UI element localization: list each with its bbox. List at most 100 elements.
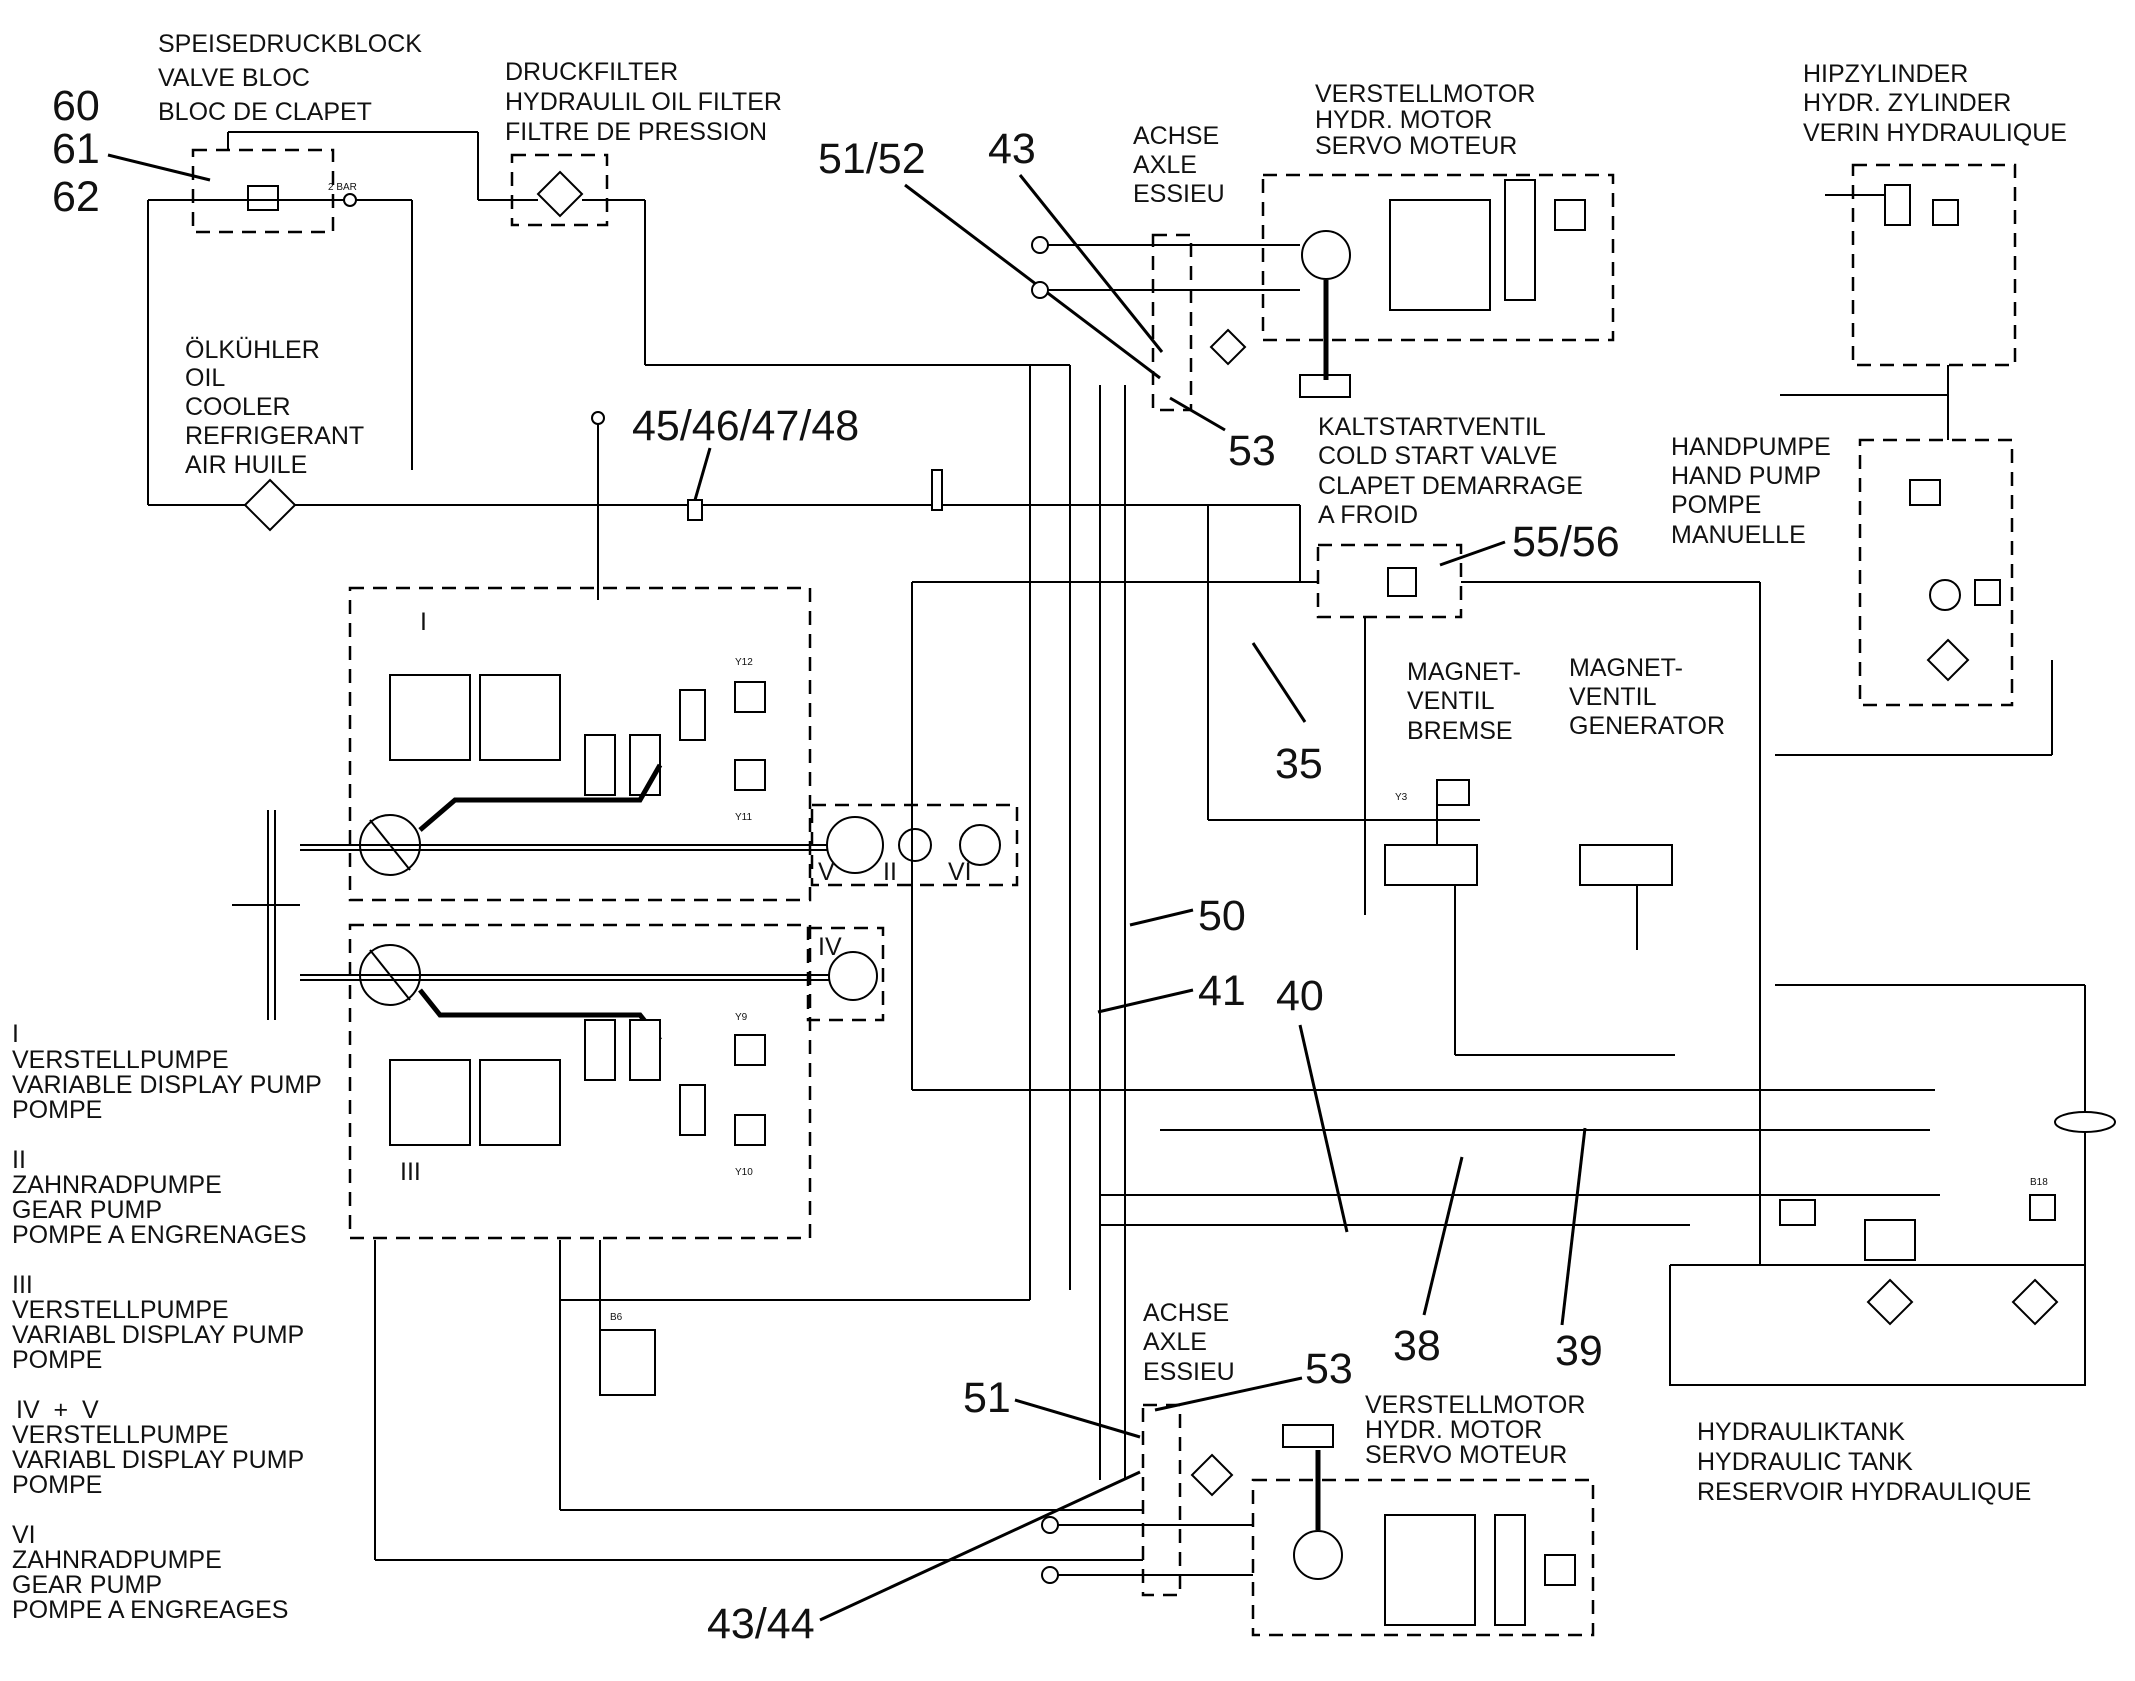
tank-valve-2 (1864, 1219, 1916, 1261)
callout-51-52: 51/52 (818, 135, 926, 183)
solenoid-brake-body (1384, 844, 1478, 886)
legend-II-line-1: ZAHNRADPUMPE (12, 1171, 222, 1199)
pressure-filter-symbol (477, 132, 1071, 1290)
callout-39: 39 (1555, 1327, 1603, 1375)
tank-line-3: RESERVOIR HYDRAULIQUE (1697, 1478, 2031, 1506)
leader-38 (1422, 1156, 1464, 1316)
sensor-45-48 (687, 499, 703, 521)
check-valve-2bar (343, 193, 357, 207)
valve-bloc-symbol: 2 BAR (147, 131, 478, 506)
lower-axle-sensor (1282, 1424, 1334, 1448)
servo-bottom-line-2: HYDR. MOTOR (1365, 1416, 1542, 1444)
leader-43 (1018, 174, 1164, 353)
callout-61: 61 (52, 125, 100, 173)
hand-pump-line-3: POMPE (1671, 491, 1761, 519)
oil-cooler-line-4: REFRIGERANT (185, 422, 364, 450)
pump-mark-I: I (420, 608, 427, 636)
callout-43-44: 43/44 (707, 1600, 815, 1648)
control-valve-1 (389, 674, 471, 761)
label-cold-start-valve: KALTSTARTVENTIL COLD START VALVE CLAPET … (1318, 413, 1583, 529)
valve-y9 (734, 1034, 766, 1066)
solenoid-gen-line-2: VENTIL (1569, 683, 1657, 711)
upper-axle-motor (1031, 173, 1615, 412)
pump-I-pressure-line (418, 763, 663, 832)
upper-servo-control (1389, 199, 1491, 311)
pressure-filter-line-2: HYDRAULIL OIL FILTER (505, 88, 782, 116)
legend-VI-line-3: POMPE A ENGREAGES (12, 1596, 288, 1624)
legend-id-II: II (12, 1146, 26, 1174)
cold-start-valve-symbol (912, 543, 1761, 1265)
hydraulic-tank-symbol: B18 (1669, 1177, 2086, 1386)
label-pressure-filter: DRUCKFILTER HYDRAULIL OIL FILTER FILTRE … (505, 58, 782, 146)
leader-55-56 (1439, 540, 1506, 567)
valve-y10 (734, 1114, 766, 1146)
label-axle-top: ACHSE AXLE ESSIEU (1133, 122, 1225, 208)
legend-id-IV-V: IV + V (16, 1396, 99, 1424)
solenoid-gen-line-1: MAGNET- (1569, 654, 1683, 682)
lower-servo-frame (1251, 1478, 1595, 1637)
servo-top-line-1: VERSTELLMOTOR (1315, 80, 1535, 108)
hand-pump-frame (1858, 438, 2014, 707)
tank-breather (2054, 1111, 2116, 1133)
control-valve-2 (479, 674, 561, 761)
legend-I-line-3: POMPE (12, 1096, 102, 1124)
upper-servo-check (1554, 199, 1586, 231)
gear-pump-VI (959, 824, 1001, 866)
leader-61 (107, 153, 211, 182)
servo-top-line-2: HYDR. MOTOR (1315, 106, 1492, 134)
solenoid-stack-lower-right (629, 1019, 661, 1081)
solenoid-gen-line-3: GENERATOR (1569, 712, 1725, 740)
pump-mark-IV: IV (818, 933, 842, 961)
callout-45-48: 45/46/47/48 (632, 402, 859, 450)
label-solenoid-generator: MAGNET- VENTIL GENERATOR (1569, 654, 1725, 740)
label-y10: Y10 (735, 1167, 753, 1178)
callout-50: 50 (1198, 892, 1246, 940)
lower-servo-valve (1494, 1514, 1526, 1626)
tank-valve-1 (1779, 1199, 1816, 1226)
leader-45-48 (693, 447, 712, 501)
pump-mark-III: III (400, 1158, 421, 1186)
label-servo-motor-top: VERSTELLMOTOR HYDR. MOTOR SERVO MOTEUR (1315, 80, 1535, 160)
lower-pump-frame (348, 923, 812, 1240)
label-b18: B18 (2030, 1177, 2048, 1188)
gear-pumps-frame (810, 803, 1019, 887)
valve-bloc-line-2: VALVE BLOC (158, 64, 310, 92)
upper-hydr-motor (1301, 230, 1351, 280)
pressure-filter-diamond (536, 170, 584, 218)
legend-I-line-1: VERSTELLPUMPE (12, 1046, 229, 1074)
sensor-b18 (2029, 1194, 2056, 1221)
axle-bottom-line-1: ACHSE (1143, 1299, 1229, 1327)
callout-60: 60 (52, 82, 100, 130)
servo-bottom-line-3: SERVO MOTEUR (1365, 1441, 1567, 1469)
lower-axle-filter (1190, 1453, 1234, 1497)
return-lines (560, 365, 2116, 1480)
callouts: 60 61 62 51/52 43 53 45/46/47/48 55/56 3… (52, 82, 1620, 1648)
oil-cooler-diamond (243, 478, 297, 532)
lower-servo-control (1384, 1514, 1476, 1626)
axle-top-line-1: ACHSE (1133, 122, 1219, 150)
valve-bloc-line-1: SPEISEDRUCKBLOCK (158, 30, 422, 58)
hand-pump-filter (1926, 638, 1970, 682)
callout-51: 51 (963, 1374, 1011, 1422)
legend-id-III: III (12, 1271, 33, 1299)
upper-port-2 (1031, 281, 1049, 299)
control-valve-3 (389, 1059, 471, 1146)
leader-43-44 (819, 1470, 1141, 1622)
oil-cooler-line-3: COOLER (185, 393, 291, 421)
valve-bloc-line-3: BLOC DE CLAPET (158, 98, 372, 126)
upper-pump-block: I Y12 Y11 V II VI (232, 586, 1019, 1020)
pressure-filter-line-1: DRUCKFILTER (505, 58, 678, 86)
legend-IV-line-3: POMPE (12, 1471, 102, 1499)
callout-41: 41 (1198, 967, 1246, 1015)
oil-cooler-symbol (243, 411, 1301, 600)
label-servo-motor-bottom: VERSTELLMOTOR HYDR. MOTOR SERVO MOTEUR (1365, 1391, 1585, 1469)
pump-mark-II: II (883, 858, 897, 886)
lower-axle-frame (1141, 1403, 1182, 1597)
leader-35 (1251, 642, 1307, 723)
pump-legend: I VERSTELLPUMPE VARIABLE DISPLAY PUMP PO… (12, 1020, 322, 1624)
solenoid-brake-line-2: VENTIL (1407, 687, 1495, 715)
lower-hydr-motor (1293, 1530, 1343, 1580)
lift-cylinder-line-3: VERIN HYDRAULIQUE (1803, 119, 2067, 147)
legend-II-line-3: POMPE A ENGRENAGES (12, 1221, 307, 1249)
sensor-b6-housing (599, 1329, 656, 1396)
